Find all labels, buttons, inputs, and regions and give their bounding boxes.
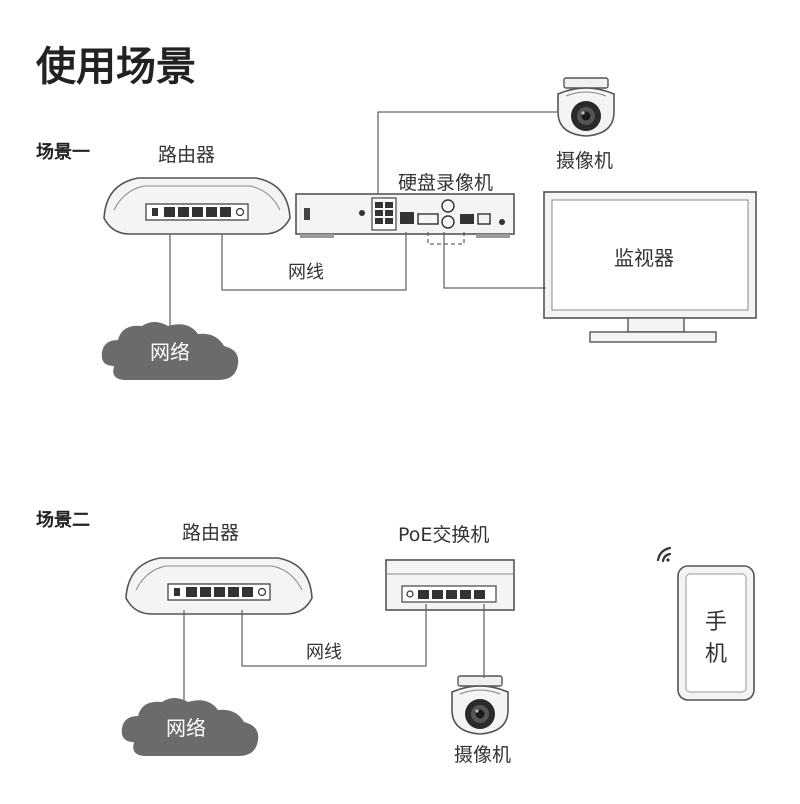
router-label-2: 路由器 [182,522,240,544]
cable-label: 网线 [288,262,324,283]
camera-label: 摄像机 [556,150,614,172]
camera-icon [557,77,615,137]
phone-label-line1: 手 [705,610,728,635]
network-label: 网络 [150,340,190,364]
network-label-2: 网络 [166,716,206,740]
scene1-connections [169,111,558,326]
camera-icon-2 [451,675,509,735]
camera-label-2: 摄像机 [454,744,512,766]
nvr-device [295,193,515,238]
router-icon [103,177,291,235]
wifi-icon [656,546,672,563]
scene1-label: 场景一 [36,142,90,163]
monitor-device [543,191,757,343]
monitor-label: 监视器 [614,246,674,270]
poe-switch-label: PoE交换机 [398,524,490,546]
router-label: 路由器 [158,144,216,166]
phone-device [677,565,755,701]
scene2-label: 场景二 [36,510,90,531]
router-icon-2 [125,557,313,615]
scene2-connections [183,604,485,700]
poe-switch-device [385,559,515,611]
cable-label-2: 网线 [306,642,342,663]
page-title: 使用场景 [36,44,196,90]
phone-label-line2: 机 [705,642,728,667]
nvr-label: 硬盘录像机 [398,172,494,194]
